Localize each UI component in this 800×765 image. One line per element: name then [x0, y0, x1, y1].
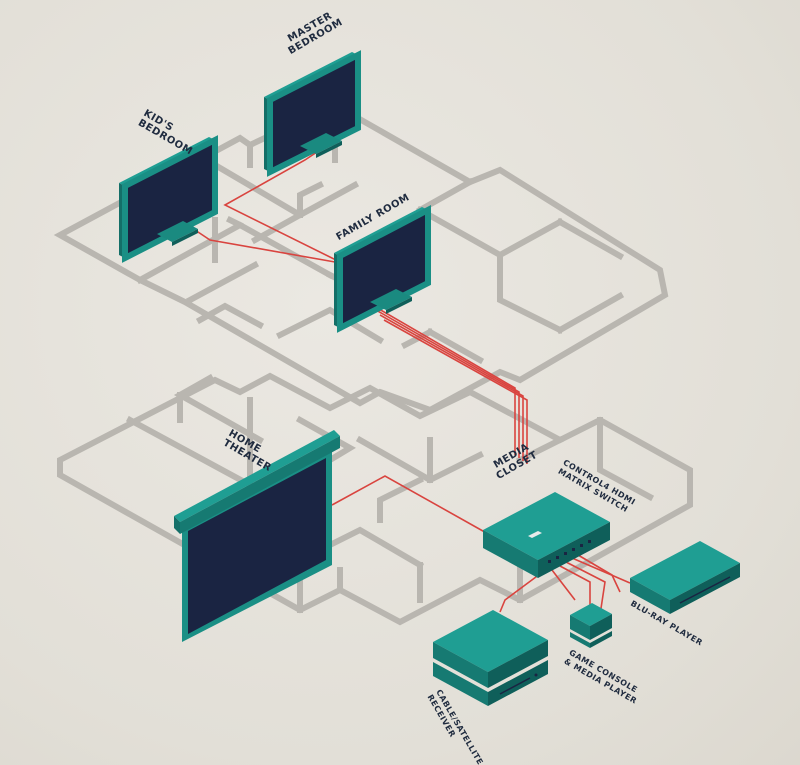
bluray-player — [630, 541, 740, 614]
kids-bedroom-tv — [119, 135, 218, 263]
game-console — [570, 603, 612, 648]
master-bedroom-tv — [264, 50, 361, 177]
cable-satellite-receiver — [433, 610, 548, 706]
home-theater-screen — [174, 430, 340, 642]
lower-floor-plan — [57, 372, 693, 626]
family-room-tv — [334, 205, 431, 333]
matrix-switch — [483, 492, 610, 578]
hdmi-cables — [194, 149, 631, 616]
